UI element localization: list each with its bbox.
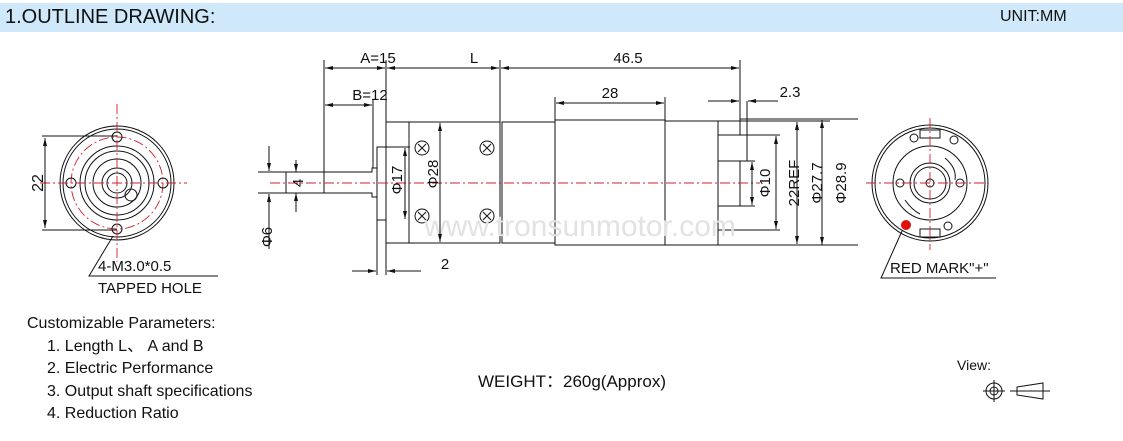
customizable-parameters: Customizable Parameters: 1. Length L、 A … <box>27 313 252 426</box>
param-item: 1. Length L、 A and B <box>47 337 204 355</box>
param-item: 4. Reduction Ratio <box>47 405 179 422</box>
projection-view-icon <box>983 380 1050 402</box>
dimension-label: 46.5 <box>613 50 642 67</box>
dimension-label: Φ6 <box>259 227 276 247</box>
section-title: 1.OUTLINE DRAWING: <box>5 6 216 28</box>
section-header: 1.OUTLINE DRAWING: UNIT:MM <box>0 3 1123 32</box>
weight-label: WEIGHT：260g(Approx) <box>478 372 666 391</box>
dimension-label: 2.3 <box>780 84 801 101</box>
screw-icon <box>414 140 495 224</box>
dimension-label: 22 <box>30 174 47 192</box>
dimension-label: Φ28.9 <box>833 162 850 203</box>
params-title: Customizable Parameters: <box>27 315 216 332</box>
dimension-label: Φ27.7 <box>809 162 826 203</box>
red-mark-icon <box>901 220 911 230</box>
dimension-label: RED MARK"+" <box>890 260 989 277</box>
view-label: View: <box>957 357 991 373</box>
dimension-label: TAPPED HOLE <box>98 280 202 297</box>
dimension-label: B=12 <box>352 87 387 104</box>
front-view: 22 4-M3.0*0.5 TAPPED HOLE <box>30 104 218 297</box>
rear-view: RED MARK"+" <box>866 118 996 279</box>
dimension-label: 4 <box>290 179 307 187</box>
dimension-label: 2 <box>441 256 449 273</box>
unit-label: UNIT:MM <box>1000 8 1067 25</box>
watermark: www.tronsunmotor.com <box>423 210 736 243</box>
param-item: 2. Electric Performance <box>47 360 214 377</box>
dimension-label: 28 <box>602 85 619 102</box>
dimension-label: Φ10 <box>757 169 774 198</box>
dimension-label: Φ28 <box>425 160 442 189</box>
dimension-label: A=15 <box>360 50 395 67</box>
dimension-label: 22REF <box>786 160 803 207</box>
param-item: 3. Output shaft specifications <box>47 382 253 400</box>
side-view: www.tronsunmotor.com A=15 L 46.5 B=12 28… <box>258 50 858 275</box>
dimension-label: L <box>470 50 478 67</box>
dimension-label: 4-M3.0*0.5 <box>98 258 171 275</box>
dimension-label: Φ17 <box>389 166 406 195</box>
